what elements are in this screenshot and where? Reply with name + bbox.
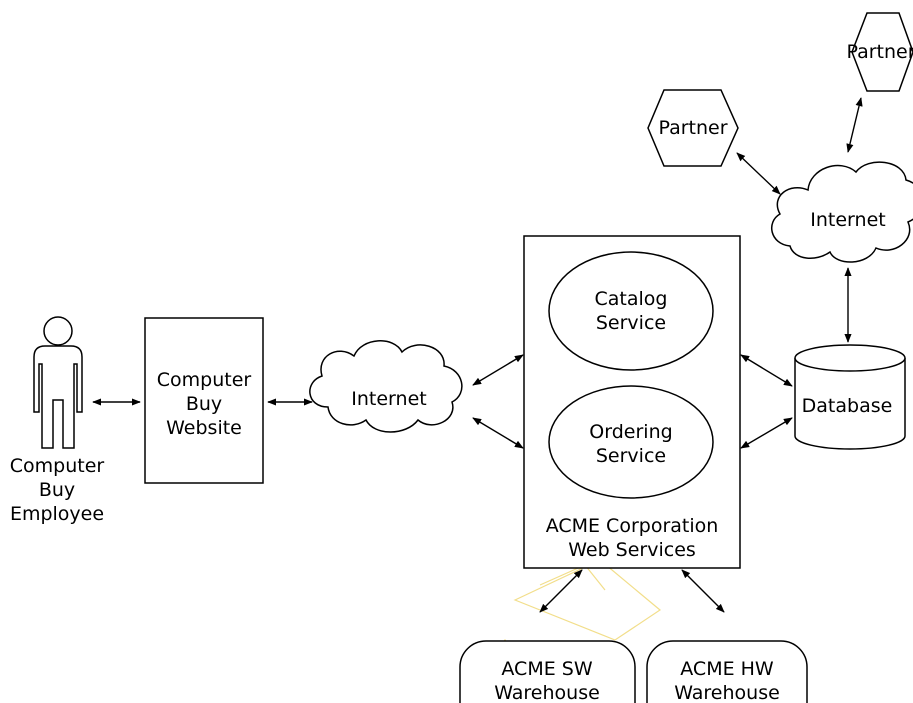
partner-top-internet-arrow	[846, 97, 863, 153]
hw-warehouse-line1: ACME HW	[680, 658, 774, 680]
partner-top-label: Partner	[846, 41, 913, 63]
catalog-label-line1: Catalog	[595, 288, 668, 310]
person-icon	[33, 316, 83, 449]
ordering-database-arrow	[740, 417, 793, 449]
acme-sw-warehouse-arrow	[539, 569, 583, 613]
website-box	[144, 317, 264, 484]
ordering-label-line2: Service	[596, 445, 666, 467]
hw-warehouse-line2: Warehouse	[674, 682, 780, 703]
employee-label-line1: Computer	[10, 455, 105, 477]
internet-cloud-left	[309, 340, 463, 433]
internet-catalog-arrow	[472, 354, 524, 386]
website-label-line2: Buy	[186, 393, 222, 415]
ordering-service-ellipse	[548, 385, 714, 499]
catalog-service-ellipse	[548, 251, 714, 371]
internet-left-label: Internet	[351, 388, 426, 410]
employee-label-line2: Buy	[39, 479, 75, 501]
catalog-database-arrow	[740, 354, 793, 387]
internet-right-label: Internet	[810, 209, 885, 231]
website-label-line3: Website	[166, 417, 242, 439]
partner-left-label: Partner	[658, 117, 727, 139]
acme-hw-warehouse-box	[646, 640, 808, 703]
database-label: Database	[802, 395, 893, 417]
internet-cloud-right	[770, 161, 913, 263]
partner-left-internet-arrow	[736, 152, 781, 195]
catalog-label-line2: Service	[596, 312, 666, 334]
internet-ordering-arrow	[472, 417, 524, 449]
database-cylinder-icon	[794, 344, 906, 450]
acme-title-line2: Web Services	[568, 539, 696, 561]
acme-sw-warehouse-box	[459, 640, 636, 703]
ordering-label-line1: Ordering	[589, 421, 672, 443]
partner-hexagon-left	[647, 89, 739, 167]
sw-warehouse-line2: Warehouse	[494, 682, 600, 703]
employee-label-line3: Employee	[10, 503, 104, 525]
acme-title-line1: ACME Corporation	[546, 515, 719, 537]
acme-hw-warehouse-arrow	[681, 569, 725, 613]
website-label-line1: Computer	[157, 369, 252, 391]
sw-warehouse-line1: ACME SW	[501, 658, 592, 680]
partner-hexagon-top	[851, 12, 913, 92]
